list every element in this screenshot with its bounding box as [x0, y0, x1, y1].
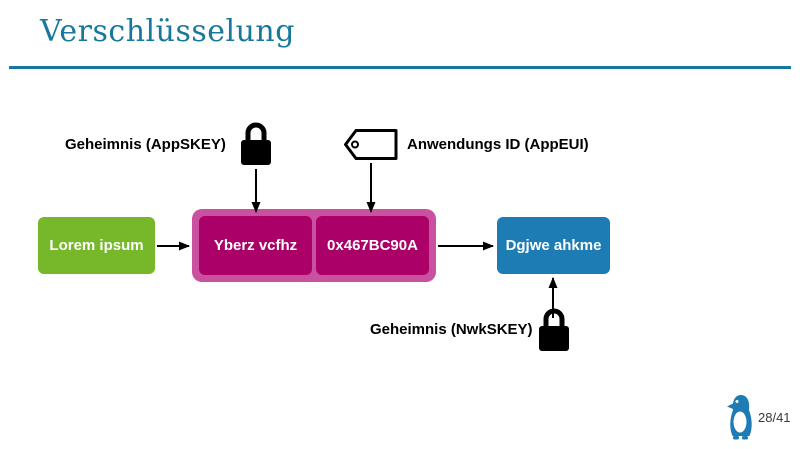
- tag-icon: [344, 129, 398, 160]
- label-nwkskey: Geheimnis (NwkSKEY): [370, 321, 533, 338]
- label-appeui: Anwendungs ID (AppEUI): [407, 136, 589, 153]
- node-yberz-label: Yberz vcfhz: [213, 237, 298, 254]
- node-lorem-ipsum-label: Lorem ipsum: [49, 237, 144, 254]
- page-number: 28/41: [758, 410, 791, 425]
- penguin-logo: [727, 395, 752, 440]
- node-yberz: Yberz vcfhz: [199, 216, 312, 275]
- node-appeui-value-label: 0x467BC90A: [327, 237, 418, 254]
- padlock-icon: [539, 308, 569, 351]
- padlock-icon: [241, 122, 271, 165]
- title-divider: [9, 66, 791, 69]
- node-appeui-value: 0x467BC90A: [316, 216, 429, 275]
- label-appskey: Geheimnis (AppSKEY): [65, 136, 226, 153]
- page-title: Verschlüsselung: [40, 14, 295, 49]
- node-dgjwe-label: Dgjwe ahkme: [505, 237, 602, 254]
- node-dgjwe: Dgjwe ahkme: [497, 217, 610, 274]
- node-lorem-ipsum: Lorem ipsum: [38, 217, 155, 274]
